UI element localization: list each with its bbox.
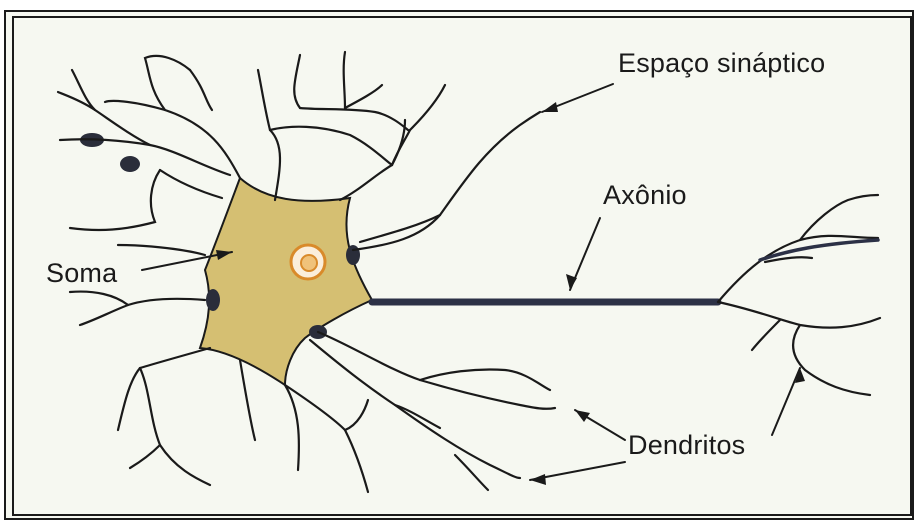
dendrites-label: Dendritos [628,430,745,461]
dendrites-lower [118,332,555,492]
soma-label: Soma [46,258,117,289]
axon-label: Axônio [603,180,687,211]
dendrites-left [70,292,205,325]
dendrites-upper-left [58,56,240,255]
dendrites-upper-right [353,85,540,250]
soma-body [200,178,372,385]
axon-terminals [718,195,880,395]
dendrites-upper-middle [258,52,410,200]
nucleolus [301,255,317,271]
synaptic-space-label: Espaço sináptico [618,48,825,79]
